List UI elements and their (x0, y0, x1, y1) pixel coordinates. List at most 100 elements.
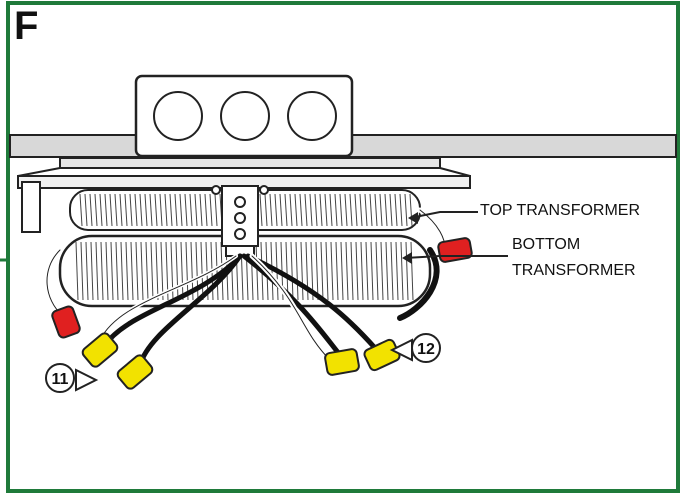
coil-winding (95, 241, 99, 301)
coil-winding (370, 241, 374, 301)
coil-winding (320, 241, 324, 301)
coil-winding (340, 241, 344, 301)
coil-winding (174, 193, 178, 227)
coil-winding (294, 193, 298, 227)
coil-winding (270, 241, 274, 301)
coil-winding (304, 193, 308, 227)
wires (44, 207, 448, 368)
coil-winding (384, 193, 388, 227)
coil-winding (380, 241, 384, 301)
callout-12: 12 (389, 333, 441, 363)
coil-winding (259, 193, 263, 227)
coil-winding (319, 193, 323, 227)
red-wire-nut-left (51, 305, 81, 339)
coil-winding (114, 193, 118, 227)
coil-winding (284, 193, 288, 227)
coil-winding (134, 193, 138, 227)
bottom-transformer-label-line2: TRANSFORMER (512, 262, 636, 279)
coil-winding (325, 241, 329, 301)
coil-winding (94, 193, 98, 227)
coil-winding (145, 241, 149, 301)
coil-winding (369, 193, 373, 227)
coil-winding (215, 241, 219, 301)
callout-12-label: 12 (417, 341, 435, 358)
red-wire-nut-right (437, 237, 473, 263)
coil-winding (290, 241, 294, 301)
callout-11-label: 11 (52, 371, 69, 388)
coil-winding (139, 193, 143, 227)
yellow-wire-nut (324, 348, 360, 376)
coil-winding (164, 193, 168, 227)
coil-winding (184, 193, 188, 227)
coil-winding (329, 193, 333, 227)
coil-winding (410, 241, 414, 301)
coil-winding (135, 241, 139, 301)
coil-winding (155, 241, 159, 301)
coil-winding (339, 193, 343, 227)
coil-winding (130, 241, 134, 301)
coil-winding (125, 241, 129, 301)
coil-winding (209, 193, 213, 227)
coil-winding (75, 241, 79, 301)
coil-winding (274, 193, 278, 227)
coil-winding (404, 193, 408, 227)
coil-winding (355, 241, 359, 301)
coil-winding (394, 193, 398, 227)
coil-winding (154, 193, 158, 227)
coil-winding (350, 241, 354, 301)
coil-winding (129, 193, 133, 227)
coil-winding (399, 193, 403, 227)
coil-winding (159, 193, 163, 227)
coil-winding (104, 193, 108, 227)
coil-winding (120, 241, 124, 301)
coil-winding (364, 193, 368, 227)
coil-winding (180, 241, 184, 301)
coil-winding (115, 241, 119, 301)
coil-winding (374, 193, 378, 227)
coil-winding (315, 241, 319, 301)
coil-winding (150, 241, 154, 301)
coil-winding (324, 193, 328, 227)
coil-winding (345, 241, 349, 301)
coil-winding (204, 193, 208, 227)
coil-winding (189, 193, 193, 227)
coil-winding (330, 241, 334, 301)
coil-winding (365, 241, 369, 301)
coil-winding (360, 241, 364, 301)
coil-winding (175, 241, 179, 301)
coil-winding (400, 241, 404, 301)
mounting-plate (17, 157, 471, 233)
coil-winding (140, 241, 144, 301)
center-bracket (211, 185, 269, 257)
coil-winding (149, 193, 153, 227)
coil-winding (214, 193, 218, 227)
coil-winding (255, 241, 259, 301)
junction-box (134, 74, 354, 158)
coil-winding (309, 193, 313, 227)
callout-11: 11 (45, 363, 99, 393)
coil-winding (279, 193, 283, 227)
coil-winding (349, 193, 353, 227)
coil-winding (199, 193, 203, 227)
yellow-wire-nut (116, 354, 154, 390)
coil-winding (314, 193, 318, 227)
coil-winding (119, 193, 123, 227)
yellow-wire-nut (81, 332, 119, 368)
coil-winding (269, 193, 273, 227)
coil-winding (185, 241, 189, 301)
top-transformer-label: TOP TRANSFORMER (480, 202, 641, 219)
coil-winding (285, 241, 289, 301)
coil-winding (375, 241, 379, 301)
coil-winding (359, 193, 363, 227)
coil-winding (179, 193, 183, 227)
coil-winding (100, 241, 104, 301)
coil-winding (79, 193, 83, 227)
coil-winding (300, 241, 304, 301)
coil-winding (124, 193, 128, 227)
coil-winding (334, 193, 338, 227)
coil-winding (299, 193, 303, 227)
coil-winding (80, 241, 84, 301)
label-leaders (402, 211, 508, 264)
coil-winding (169, 193, 173, 227)
